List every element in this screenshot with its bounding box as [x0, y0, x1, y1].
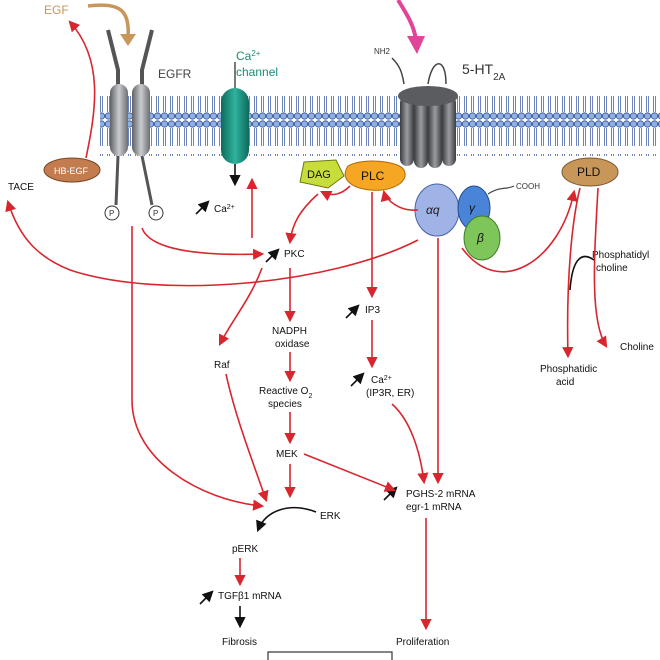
pghs2-label: PGHS-2 mRNA — [406, 489, 476, 500]
mek-label: MEK — [276, 449, 298, 460]
ca-channel — [221, 88, 249, 164]
beta-label: β — [476, 231, 484, 245]
phosphatidylcholine-label: Phosphatidyl — [592, 250, 649, 261]
dag-node — [299, 159, 345, 189]
ca-channel-label: Ca2+ — [236, 49, 261, 64]
bottom-frame — [267, 651, 393, 660]
dag-label: DAG — [307, 169, 331, 181]
tace-label: TACE — [8, 182, 34, 193]
raf-label: Raf — [214, 360, 230, 371]
pkc-label: PKC — [284, 249, 305, 260]
ros-label-2: species — [268, 399, 302, 410]
phospho-1-label: P — [109, 209, 114, 218]
nh2-label: NH2 — [374, 47, 391, 56]
gamma-label: γ — [469, 201, 476, 215]
nadph-label: NADPH — [272, 326, 307, 337]
tgf-label: TGFβ1 mRNA — [218, 591, 282, 602]
phosphatidic-acid-label-2: acid — [556, 377, 574, 388]
pld-node — [561, 157, 619, 187]
phospho-2 — [148, 205, 164, 221]
plc-node — [344, 160, 406, 191]
ca-er-label-2: (IP3R, ER) — [366, 388, 414, 399]
plc-label: PLC — [361, 169, 385, 183]
alpha-q-label: αq — [426, 203, 440, 217]
phospho-2-label: P — [153, 209, 158, 218]
proliferation-label: Proliferation — [396, 637, 449, 648]
egfr-receptor — [106, 29, 154, 206]
g-beta — [463, 215, 501, 261]
pathway-arrows — [5, 20, 608, 631]
phospho-1 — [104, 205, 120, 221]
choline-label: Choline — [620, 342, 654, 353]
erk-label: ERK — [320, 511, 341, 522]
receptor-label: 5-HT2A — [462, 61, 506, 83]
ca-channel-label-2: channel — [236, 65, 278, 79]
ip3-label: IP3 — [365, 305, 380, 316]
egfr-label: EGFR — [158, 67, 192, 81]
ca-er-label: Ca2+ — [371, 375, 392, 387]
phosphatidylcholine-label-2: choline — [596, 263, 628, 274]
phosphatidic-acid-label: Phosphatidic — [540, 364, 597, 375]
pld-label: PLD — [577, 165, 601, 179]
serotonin-arrow — [396, 0, 418, 41]
hbegf-node — [43, 157, 101, 183]
egr1-label: egr-1 mRNA — [406, 502, 462, 513]
ros-label: Reactive O2 — [259, 386, 312, 400]
ca-influx-label: Ca2+ — [214, 204, 235, 216]
egf-arrow — [87, 3, 130, 39]
fibrosis-label: Fibrosis — [222, 637, 257, 648]
cooh-label: COOH — [516, 182, 540, 191]
cell-membrane — [100, 96, 660, 156]
5ht2a-receptor — [398, 86, 458, 168]
hbegf-label: HB-EGF — [54, 166, 89, 176]
perk-label: pERK — [232, 544, 258, 555]
egf-label: EGF — [44, 3, 69, 17]
nadph-label-2: oxidase — [275, 339, 310, 350]
